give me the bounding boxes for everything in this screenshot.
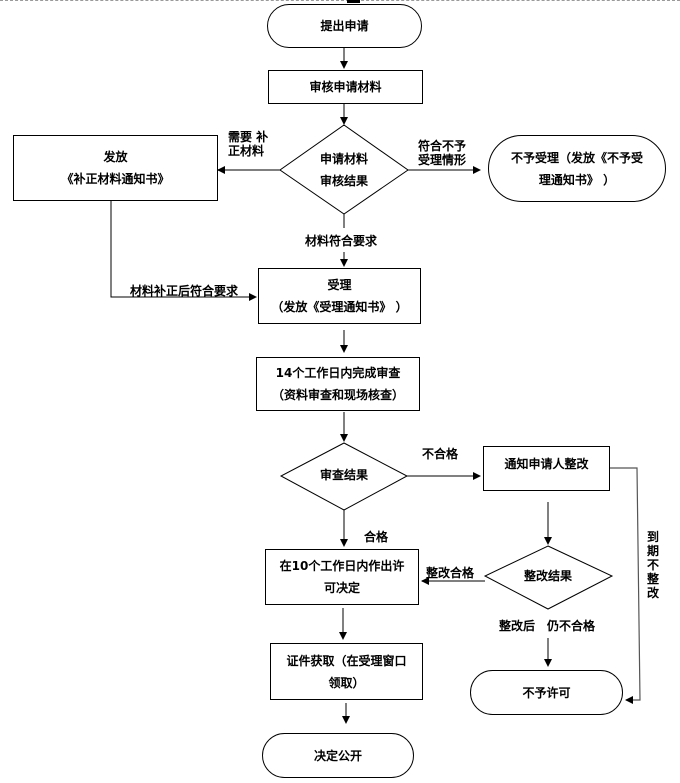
node-label-line1: 受理 [327, 278, 352, 292]
node-decision-10-days: 在10个工作日内作出许 可决定 [265, 549, 419, 605]
edge-correction-to-accept [110, 200, 257, 301]
node-label: 提出申请 [320, 19, 369, 33]
node-label-line2: 可决定 [323, 581, 360, 595]
node-reject-acceptance: 不予受理（发放《不予受 理通知书》 ） [488, 135, 666, 202]
node-issue-correction-notice: 发放 《补正材料通知书》 [13, 135, 218, 201]
node-label-line1: 不予受理（发放《不予受 [510, 150, 643, 165]
page-handle [347, 0, 360, 3]
node-label: 审查结果 [319, 468, 368, 482]
node-label-line2: 理通知书》 ） [538, 172, 616, 187]
node-label-line2: 《补正材料通知书》 [61, 172, 170, 186]
label-corrected-ok: 材料补正后符合要求 [130, 284, 239, 298]
edge-notify-overdue-to-deny [610, 467, 641, 704]
label-materials-ok: 材料符合要求 [305, 234, 378, 248]
node-deny-permit: 不予许可 [470, 670, 623, 715]
node-label: 不予许可 [522, 685, 571, 700]
node-label: 审核申请材料 [309, 80, 382, 94]
node-submit-application: 提出申请 [267, 4, 422, 48]
node-label-line1: 在10个工作日内作出许 [279, 559, 405, 573]
label-line2: 正材料 [228, 144, 265, 158]
node-label: 整改结果 [523, 569, 572, 583]
decision-audit-result-text: 审查结果 [304, 464, 384, 486]
label-line1: 需要 补 [228, 130, 269, 144]
decision-review-result-text: 申请材料 审核结果 [304, 148, 384, 192]
node-label-line1: 发放 [103, 150, 128, 164]
label-meets-reject: 符合不予 受理情形 [418, 139, 466, 167]
label-qualified: 合格 [364, 530, 389, 544]
label-still-unqualified: 整改后 仍不合格 [499, 619, 596, 633]
decision-rectify-result-text: 整改结果 [508, 565, 588, 587]
label-overdue: 到期不整改 [646, 530, 659, 600]
label-unqualified: 不合格 [422, 447, 459, 461]
node-label-line2: 领取） [328, 675, 365, 690]
node-review-14-days: 14个工作日内完成审查 （资料审查和现场核查） [256, 357, 420, 411]
node-review-materials: 审核申请材料 [268, 70, 423, 104]
label-need-correction: 需要 补 正材料 [228, 130, 268, 158]
node-label-line2: （资料审查和现场核查） [271, 388, 404, 402]
node-label-line2: 审核结果 [319, 174, 368, 188]
node-publish-decision: 决定公开 [262, 733, 414, 778]
label-rectify-ok: 整改合格 [426, 566, 475, 580]
decision-rectify-result-shape [483, 545, 614, 610]
node-accept: 受理 （发放《受理通知书》 ） [258, 268, 421, 324]
node-notify-rectify: 通知申请人整改 [483, 446, 610, 491]
node-label-line1: 证件获取（在受理窗口 [286, 653, 407, 668]
node-label-line1: 14个工作日内完成审查 [275, 366, 401, 380]
node-label-line2: （发放《受理通知书》 ） [271, 300, 408, 314]
node-certificate-pickup: 证件获取（在受理窗口 领取） [270, 643, 423, 700]
node-label: 决定公开 [313, 748, 362, 763]
node-label-line1: 申请材料 [319, 152, 368, 166]
page-top-border [0, 0, 680, 1]
node-label: 通知申请人整改 [504, 457, 589, 471]
label-line2: 受理情形 [418, 153, 467, 167]
label-line1: 符合不予 [418, 139, 467, 153]
